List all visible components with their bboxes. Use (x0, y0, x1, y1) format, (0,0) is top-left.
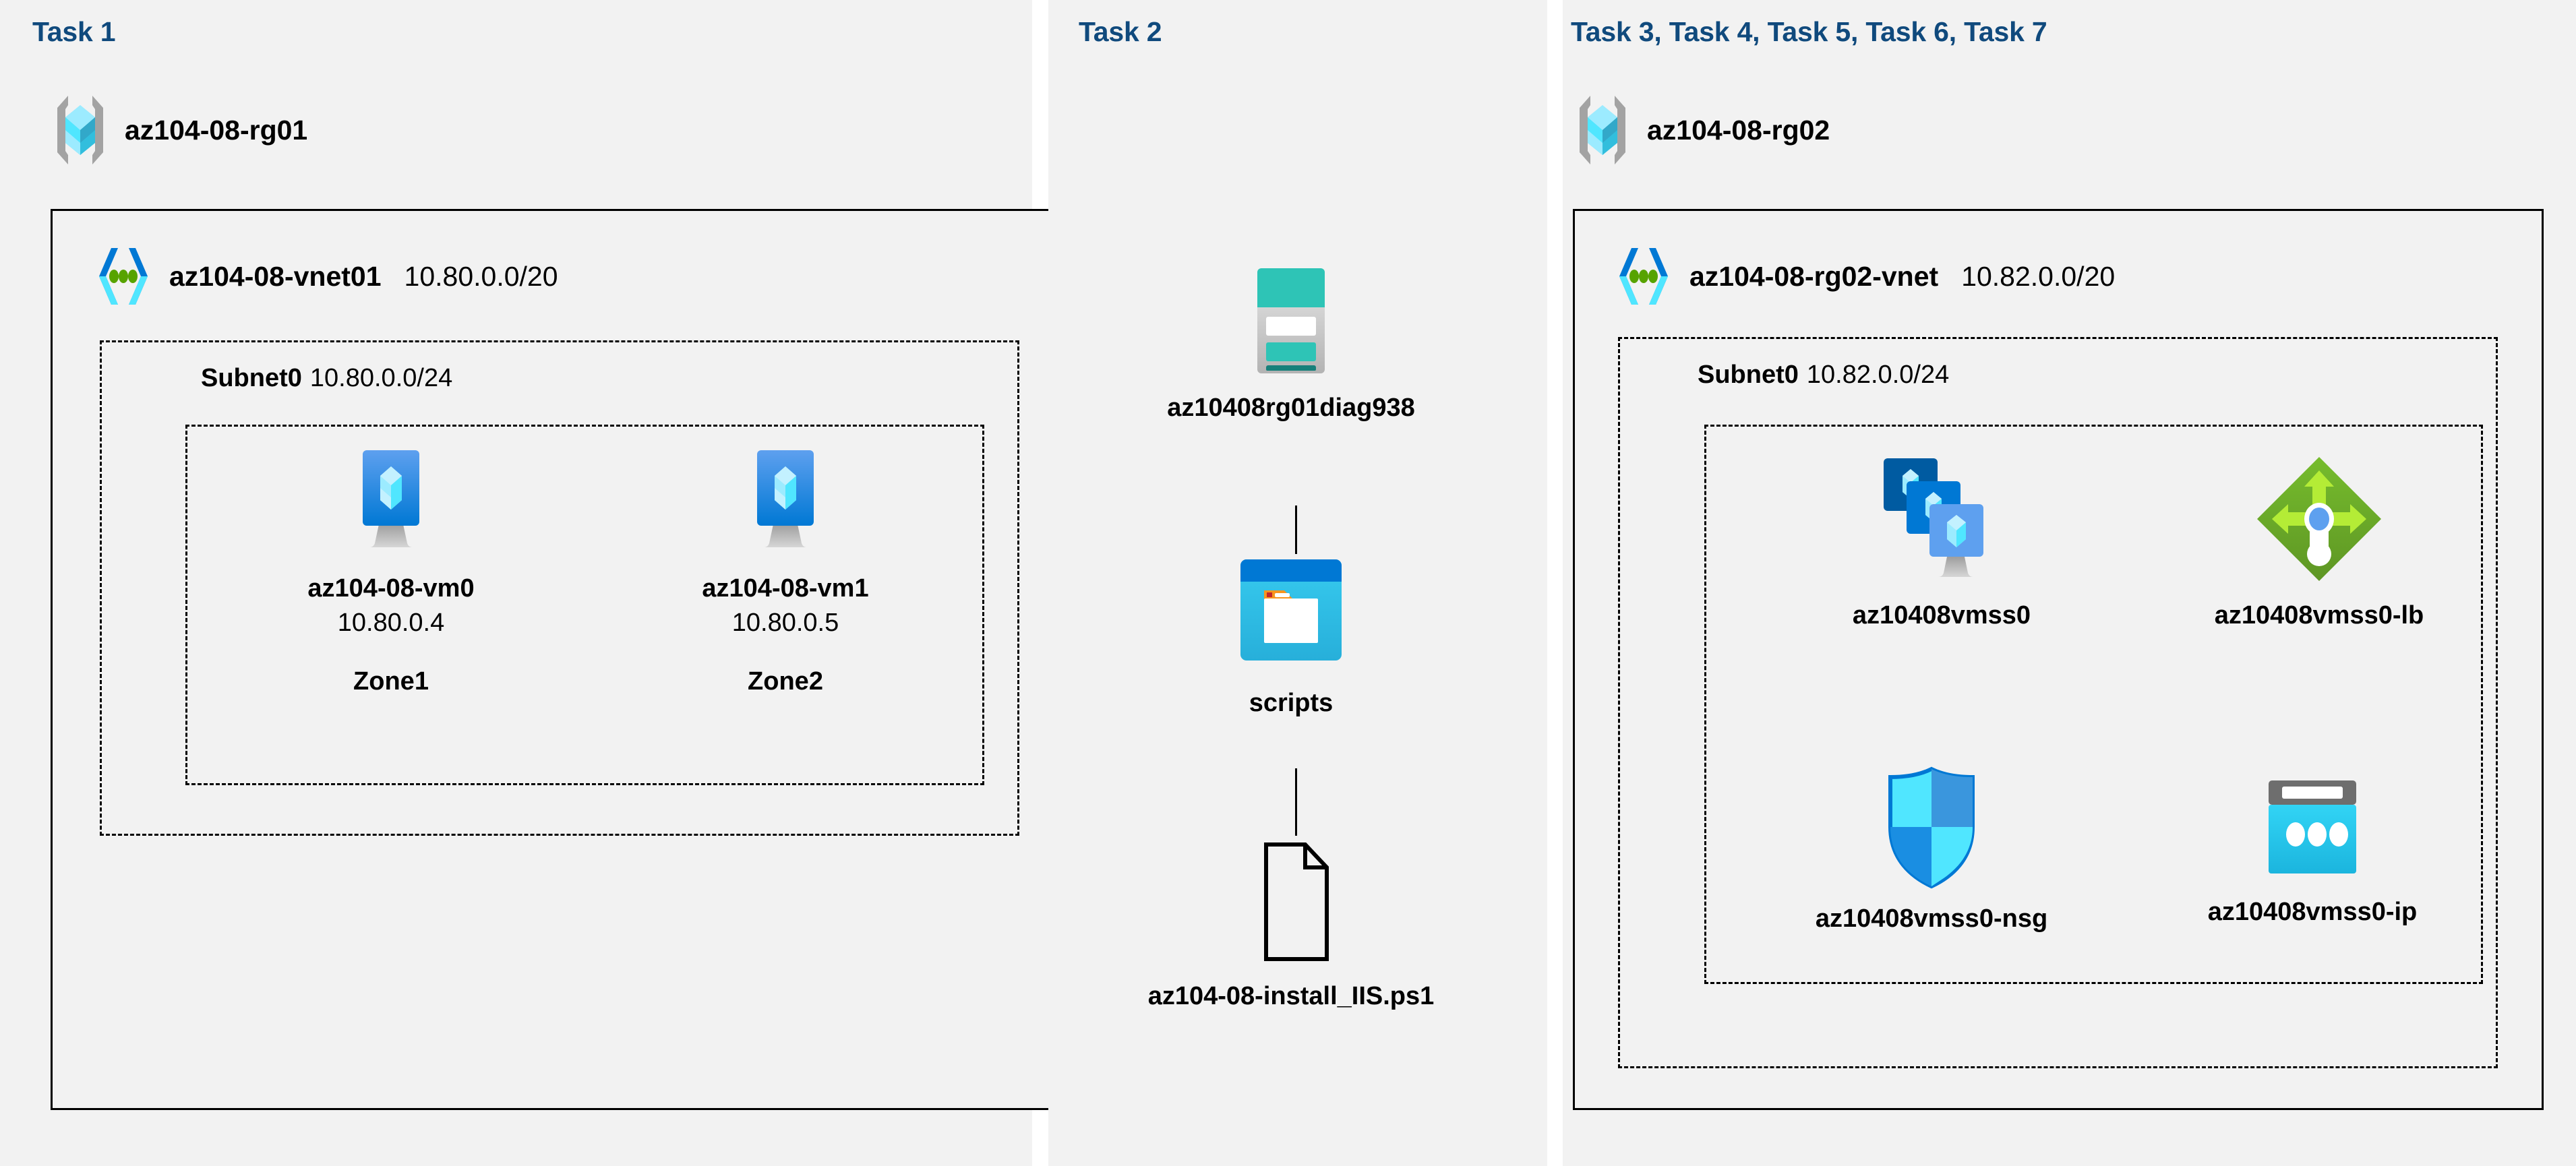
node-vm0[interactable]: az104-08-vm0 10.80.0.4 Zone1 (280, 445, 502, 696)
subnet0-rg02-cidr: 10.82.0.0/24 (1806, 361, 1950, 389)
node-vm-scale-set-name: az10408vmss0 (1852, 601, 2031, 630)
node-storage-account[interactable]: az10408rg01diag938 (1149, 263, 1433, 423)
resource-group-icon (1573, 93, 1632, 167)
node-public-ip-address-name: az10408vmss0-ip (2207, 898, 2418, 926)
node-storage-account-name: az10408rg01diag938 (1167, 394, 1415, 422)
rg02-vnet-header: az104-08-rg02-vnet 10.82.0.0/20 (1611, 244, 2115, 309)
vmss-resources-boundary (1704, 425, 2483, 984)
node-blob-container-name: scripts (1249, 689, 1334, 717)
node-vm1[interactable]: az104-08-vm1 10.80.0.5 Zone2 (674, 445, 897, 696)
blob-container-icon (1230, 553, 1352, 674)
node-public-ip-address[interactable]: az10408vmss0-ip (2178, 775, 2447, 927)
load-balancer-icon (2252, 452, 2387, 586)
vnet01-name: az104-08-vnet01 (169, 260, 382, 292)
resource-group-rg02: az104-08-rg02 (1573, 93, 1830, 167)
vm-scale-set-icon (1874, 452, 2009, 586)
node-vm1-ip: 10.80.0.5 (731, 609, 839, 637)
resource-group-rg02-label: az104-08-rg02 (1647, 114, 1830, 146)
task-3-7-heading: Task 3, Task 4, Task 5, Task 6, Task 7 (1571, 16, 2047, 47)
node-script-file-name: az104-08-install_IIS.ps1 (1147, 982, 1435, 1010)
node-vm1-name: az104-08-vm1 (702, 574, 869, 603)
node-vm0-zone: Zone1 (353, 667, 429, 696)
subnet0-rg01-cidr: 10.80.0.0/24 (309, 364, 453, 392)
rg02-vnet-boundary (1573, 209, 2544, 1110)
rg02-vnet-cidr: 10.82.0.0/20 (1961, 260, 2116, 292)
subnet0-rg02-boundary (1618, 337, 2498, 1068)
connector-container-to-script (1295, 768, 1297, 836)
task-2-heading: Task 2 (1079, 16, 1162, 47)
resource-group-rg01-label: az104-08-rg01 (125, 114, 308, 146)
task-1-heading: Task 1 (32, 16, 116, 47)
node-load-balancer[interactable]: az10408vmss0-lb (2178, 452, 2461, 630)
public-ip-address-icon (2254, 775, 2372, 883)
network-security-group-icon (1874, 765, 1989, 890)
resource-group-rg01: az104-08-rg01 (51, 93, 307, 167)
node-vm0-name: az104-08-vm0 (307, 574, 475, 603)
virtual-network-icon (1611, 244, 1676, 309)
subnet0-rg01-boundary (100, 340, 1019, 836)
node-network-security-group-name: az10408vmss0-nsg (1815, 904, 2048, 933)
virtual-machine-icon (337, 445, 445, 559)
storage-account-icon (1227, 263, 1355, 379)
node-network-security-group[interactable]: az10408vmss0-nsg (1766, 765, 2097, 933)
connector-storage-to-container (1295, 505, 1297, 554)
node-vm0-ip: 10.80.0.4 (337, 609, 445, 637)
node-blob-container[interactable]: scripts (1207, 553, 1375, 718)
vnet01-cidr: 10.80.0.0/20 (404, 260, 558, 292)
vnet01-header: az104-08-vnet01 10.80.0.0/20 (91, 244, 558, 309)
resource-group-icon (51, 93, 110, 167)
node-script-file[interactable]: az104-08-install_IIS.ps1 (1139, 839, 1443, 1011)
node-load-balancer-name: az10408vmss0-lb (2214, 601, 2424, 630)
node-vm1-zone: Zone2 (748, 667, 823, 696)
file-icon (1240, 839, 1342, 967)
subnet0-rg01-name: Subnet0 (201, 364, 302, 392)
node-vm-scale-set[interactable]: az10408vmss0 (1807, 452, 2076, 630)
virtual-network-icon (91, 244, 156, 309)
rg02-vnet-name: az104-08-rg02-vnet (1689, 260, 1939, 292)
availability-zone-group-boundary (185, 425, 984, 785)
virtual-machine-icon (731, 445, 839, 559)
subnet0-rg02-name: Subnet0 (1698, 361, 1799, 389)
